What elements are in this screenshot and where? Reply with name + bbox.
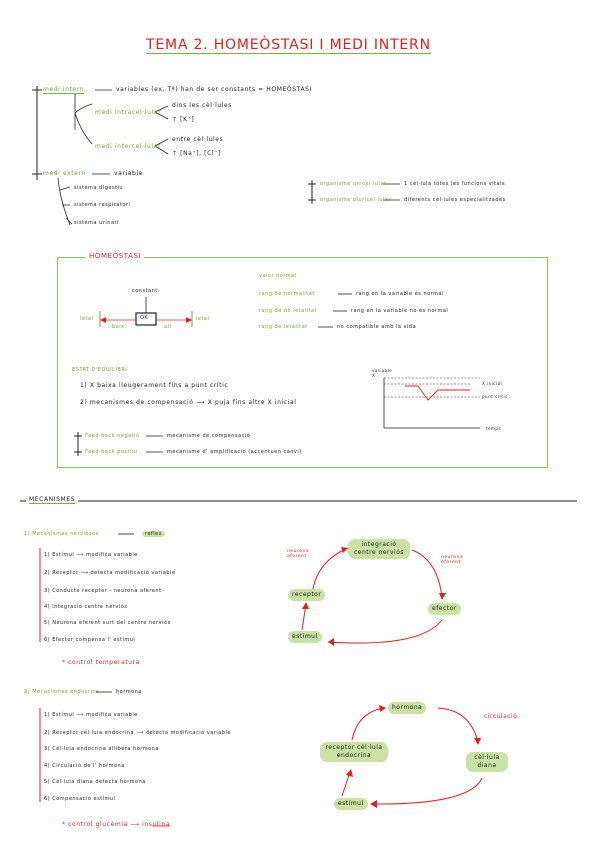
node-efector: efector: [428, 603, 461, 615]
nervios-title: 1) Mecanismes nerviosos: [24, 531, 99, 537]
endocri-title: 2) Mecanismes endocrins: [24, 689, 100, 695]
node-receptor-endo: receptor cèl·lula endocrina: [320, 742, 388, 762]
endocri-step-3: 3) Cèl·lula endocrina allibera hormona: [44, 746, 159, 752]
medi-intern-def: variables (ex. Tª) han de ser constants …: [116, 86, 312, 93]
node-estimul-endo: estímul: [334, 798, 368, 810]
sistema-1: sistema digestiu: [74, 185, 124, 191]
graph-y-label: variable X: [372, 368, 393, 378]
page-title: TEMA 2. HOMEÒSTASI I MEDI INTERN: [146, 37, 431, 54]
valor-normal: valor normal: [259, 273, 297, 279]
rang1-def: rang en la variable és normal: [356, 291, 444, 297]
constant-label: constant: [132, 288, 158, 294]
intercel-b: ↑ [Na⁺], [Cl⁻]: [172, 150, 221, 157]
org-pluri-def: diferents cèl·lules especialitzades: [404, 197, 506, 203]
alt-label: alt: [164, 324, 172, 330]
ok-label: OK: [140, 315, 149, 321]
homeostasi-heading: HOMEÒSTASI: [86, 252, 145, 260]
endocri-tag: hormona: [116, 689, 142, 695]
mecanismes-heading: MECANISMES: [26, 496, 79, 504]
intercel-a: entre cèl·lules: [172, 136, 224, 143]
graph-x-label: temps: [486, 426, 502, 431]
nervios-step-2: 2) Receptor ⟶ detecta modificació variab…: [44, 570, 176, 576]
rang1-label: rang de normalitat: [259, 291, 315, 297]
nervios-step-5: 5) Neurona eferent surt del centre nervi…: [44, 620, 171, 626]
org-pluri-label: organisme pluricel·lular: [320, 197, 392, 203]
medi-extern-def: variable: [114, 170, 144, 177]
label-n-eferent: neurona eferent: [441, 555, 464, 565]
estat-step2: 2) mecanismes de compensació ⟶ X puja fi…: [80, 399, 297, 406]
homeostasi-box: [57, 257, 548, 468]
nervios-step-1: 1) Estímul ⟶ modifica variable: [44, 552, 138, 558]
intracel-a: dins les cèl·lules: [172, 102, 233, 109]
letal-right: letal: [196, 316, 210, 322]
medi-extern-label: medi extern: [43, 170, 86, 177]
fb-neg-def: mecanisme de compensació: [167, 433, 251, 439]
node-integracio: integració centre nerviós: [348, 539, 410, 559]
sistema-3: sistema urinari: [74, 220, 119, 226]
node-estimul: estímul: [288, 631, 322, 643]
nervios-tag: reflex: [142, 531, 166, 537]
nervios-step-4: 4) Integració centre nerviós: [44, 604, 128, 610]
rang2-label: rang de no letalitat: [259, 308, 317, 314]
endocri-example: * control glucèmia ⟶ insulina: [62, 821, 171, 828]
intracel-b: ↑ [K⁺]: [172, 116, 195, 123]
endocri-step-4: 4) Circulació de l' hormona: [44, 763, 125, 769]
nervios-example: * control temperatura: [62, 659, 141, 666]
estat-step1: 1) X baixa lleugerament fins a punt crít…: [80, 382, 229, 389]
endocri-step-6: 6) Compensació estímul: [44, 796, 116, 802]
node-hormona: hormona: [388, 702, 427, 714]
endocri-step-2: 2) Receptor cèl·lula endocrina ⟶ detecta…: [44, 730, 231, 736]
sistema-2: sistema respiratori: [74, 202, 131, 208]
rang3-def: no compatible amb la vida: [337, 324, 417, 330]
endocri-step-5: 5) Cèl·lula diana detecta hormona: [44, 779, 146, 785]
org-uni-def: 1 cèl·lula totes les funcions vitals: [404, 181, 506, 187]
node-diana: cèl·lula diana: [466, 752, 508, 772]
rang3-label: rang de letalitat: [259, 324, 308, 330]
endocri-step-1: 1) Estímul ⟶ modifica variable: [44, 712, 138, 718]
baix-label: baix: [112, 324, 125, 330]
fb-neg-label: Feed-back negatiu: [85, 433, 140, 439]
nervios-step-3: 3) Conducte receptor - neurona aferent: [44, 588, 162, 594]
label-n-aferent: neurona aferent: [287, 549, 310, 559]
estat-heading: ESTAT D'EQUILIBRI: [72, 367, 128, 373]
intracel-label: medi intracel·lular: [95, 109, 162, 116]
node-receptor: receptor: [288, 589, 326, 601]
org-uni-label: organisme unicel·lular: [320, 181, 387, 187]
medi-intern-label: medi intern: [43, 86, 85, 94]
label-circulacio: circulació: [484, 713, 518, 720]
graph-xinicial: X inicial: [482, 381, 503, 386]
fb-pos-label: Feed-back positiu: [85, 449, 138, 455]
letal-left: letal: [80, 316, 94, 322]
intercel-label: medi intercel·lular: [95, 143, 162, 150]
nervios-step-6: 6) Efector compensa l' estímul: [44, 637, 136, 643]
fb-pos-def: mecanisme d' amplificació (accentuen can…: [167, 449, 302, 455]
rang2-def: rang en la variable no és normal: [351, 308, 449, 314]
graph-critic: punt crític: [482, 394, 508, 399]
